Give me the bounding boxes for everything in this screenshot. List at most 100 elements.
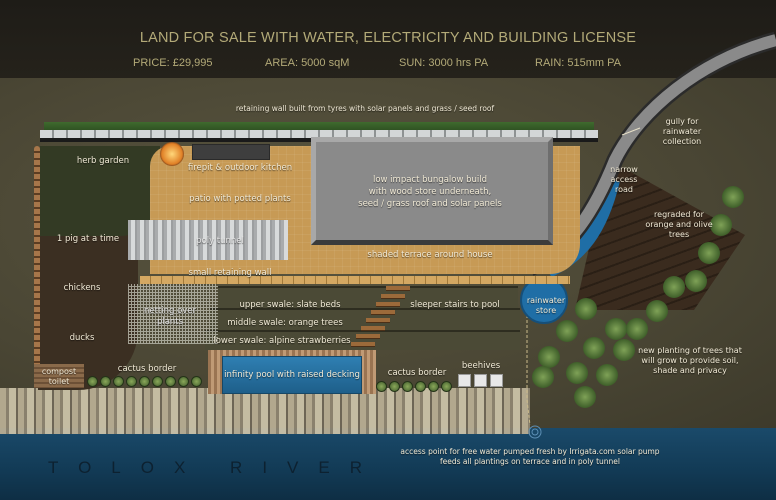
cactus-border-left-label: cactus border xyxy=(117,364,177,374)
new-trees-label: new planting of trees that will grow to … xyxy=(638,346,742,375)
netting xyxy=(128,284,218,344)
river-label: TOLOX RIVER xyxy=(48,458,382,477)
gully-pointer xyxy=(621,127,641,136)
poly-tunnel-label: poly tunnel xyxy=(196,236,244,246)
tree xyxy=(710,214,732,236)
sleeper-step xyxy=(351,342,375,347)
beehive xyxy=(474,374,487,387)
tree xyxy=(574,386,596,408)
rainwater-store xyxy=(520,276,568,324)
rock-cliff xyxy=(0,388,530,434)
cactus xyxy=(165,376,176,387)
area-stat: AREA: 5000 sqM xyxy=(265,57,350,69)
sleeper-step xyxy=(371,310,395,315)
tree xyxy=(685,270,707,292)
tree xyxy=(626,318,648,340)
cactus xyxy=(191,376,202,387)
house-label-line3: seed / grass roof and solar panels xyxy=(358,199,502,209)
tree xyxy=(605,318,627,340)
cactus xyxy=(441,381,452,392)
tree xyxy=(596,364,618,386)
sleeper-step xyxy=(376,302,400,307)
cactus xyxy=(178,376,189,387)
poly-tunnel xyxy=(128,220,288,260)
access-point-label-line1: access point for free water pumped fresh… xyxy=(400,447,660,456)
herb-garden-label: herb garden xyxy=(76,156,130,166)
lower-swale-label: lower swale: alpine strawberries xyxy=(213,336,351,346)
sleeper-step xyxy=(386,286,410,291)
sun-stat: SUN: 3000 hrs PA xyxy=(399,57,489,69)
tree xyxy=(575,298,597,320)
sleeper-step xyxy=(366,318,390,323)
cactus xyxy=(376,381,387,392)
pig-label: 1 pig at a time xyxy=(56,234,120,244)
price-stat: PRICE: £29,995 xyxy=(133,57,213,69)
retaining-wall-label: retaining wall built from tyres with sol… xyxy=(235,104,495,113)
cactus xyxy=(428,381,439,392)
upper-swale-label: upper swale: slate beds xyxy=(239,300,341,310)
header-bar xyxy=(0,0,776,78)
tree xyxy=(556,320,578,342)
small-wall-label: small retaining wall xyxy=(188,268,272,278)
terrace-label: shaded terrace around house xyxy=(367,250,493,260)
outdoor-kitchen xyxy=(192,144,270,160)
cactus xyxy=(415,381,426,392)
tree xyxy=(613,339,635,361)
access-point-icon xyxy=(528,425,542,439)
middle-swale-label: middle swale: orange trees xyxy=(227,318,343,328)
compost-toilet-label: compost toilet xyxy=(41,367,77,386)
sleeper-step xyxy=(356,334,380,339)
page-title: LAND FOR SALE WITH WATER, ELECTRICITY AN… xyxy=(139,30,637,46)
sleeper-step xyxy=(381,294,405,299)
chickens-label: chickens xyxy=(63,283,101,293)
tree xyxy=(663,276,685,298)
river xyxy=(0,428,776,500)
tree xyxy=(646,300,668,322)
rainwater-store-label: rainwater store xyxy=(526,296,566,315)
water-pipe xyxy=(526,300,531,426)
animal-pens xyxy=(38,230,138,390)
infinity-pool xyxy=(222,356,362,394)
tree xyxy=(566,362,588,384)
house-label-line1: low impact bungalow build xyxy=(372,175,488,185)
gully-label: gully for rainwater collection xyxy=(662,117,702,146)
cactus xyxy=(126,376,137,387)
cactus xyxy=(113,376,124,387)
beehive xyxy=(458,374,471,387)
netting-label: netting over plants xyxy=(143,306,197,327)
bungalow xyxy=(311,137,553,245)
grass-roof xyxy=(44,122,594,132)
small-retaining-wall xyxy=(140,276,570,284)
rain-stat: RAIN: 515mm PA xyxy=(535,57,621,69)
upper-swale xyxy=(218,286,518,308)
firepit-icon xyxy=(160,142,184,166)
access-point-label-line2: feeds all plantings on terrace and in po… xyxy=(440,457,620,466)
beehives-label: beehives xyxy=(461,361,501,371)
house-label-line2: with wood store underneath, xyxy=(368,187,492,197)
tree xyxy=(722,186,744,208)
stairs-label: sleeper stairs to pool xyxy=(410,300,500,310)
beehive xyxy=(490,374,503,387)
lower-swale xyxy=(205,330,520,350)
cactus xyxy=(100,376,111,387)
cactus xyxy=(389,381,400,392)
fence-posts xyxy=(34,146,40,368)
cactus xyxy=(87,376,98,387)
ducks-label: ducks xyxy=(69,333,95,343)
cactus xyxy=(402,381,413,392)
pool-label: infinity pool with raised decking xyxy=(224,370,360,380)
patio-label: patio with potted plants xyxy=(189,194,291,204)
middle-swale xyxy=(210,308,520,330)
tree xyxy=(538,346,560,368)
tree xyxy=(532,366,554,388)
firepit-label: firepit & outdoor kitchen xyxy=(187,163,293,173)
cactus xyxy=(152,376,163,387)
cactus-border-right-label: cactus border xyxy=(387,368,447,378)
cactus xyxy=(139,376,150,387)
tree xyxy=(583,337,605,359)
sleeper-step xyxy=(361,326,385,331)
tree xyxy=(698,242,720,264)
regraded-label: regraded for orange and olive trees xyxy=(645,210,713,239)
road-label: narrow access road xyxy=(610,165,638,194)
compost-toilet xyxy=(34,364,84,388)
